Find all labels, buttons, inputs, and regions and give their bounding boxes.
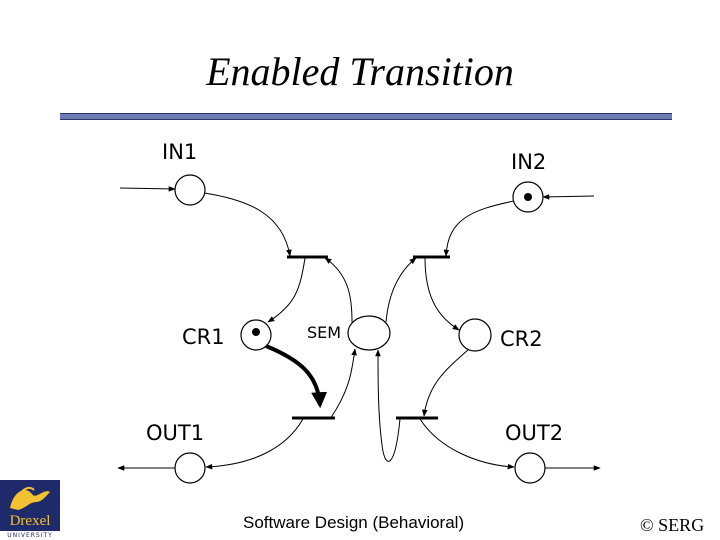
copyright: © SERG: [640, 515, 705, 535]
arc-t4-to-sem: [375, 349, 401, 462]
label-cr2: CR2: [500, 327, 543, 351]
label-out2: OUT2: [505, 421, 564, 445]
title-underline-bar: [60, 113, 672, 120]
arc-sem-to-t2: [385, 257, 417, 323]
label-in1: IN1: [162, 140, 198, 164]
arc-cr2-to-t4: [422, 349, 469, 417]
label-sem: SEM: [307, 323, 342, 342]
slide-title: Enabled Transition: [206, 49, 514, 94]
arc-cr1-to-t3-highlight: [265, 344, 328, 409]
arc-t3-to-out1: [205, 418, 304, 470]
dragon-icon: [10, 486, 50, 510]
place-out1: [174, 452, 206, 484]
logo-university: UNIVERSITY: [0, 531, 60, 540]
arc-sem-to-t1: [324, 257, 353, 323]
arc-t2-to-cr2: [424, 257, 460, 331]
arc-in1-to-t1: [203, 192, 292, 257]
place-out2: [514, 452, 546, 484]
arc-t1-to-cr1: [267, 257, 306, 323]
place-sem: [347, 315, 391, 351]
footer-text: Software Design (Behavioral): [243, 513, 465, 532]
label-cr1: CR1: [182, 325, 225, 349]
arc-input-to-in2: [542, 194, 595, 200]
arc-t3-to-sem: [329, 348, 357, 420]
label-out1: OUT1: [146, 421, 205, 445]
arc-t4-to-out2: [419, 418, 515, 470]
token-cr1: [252, 328, 260, 336]
logo-wordmark: Drexel: [9, 513, 51, 529]
arc-in2-to-t2: [443, 200, 515, 257]
place-cr2: [458, 318, 492, 352]
arc-input-to-in1: [119, 186, 176, 192]
drexel-logo: [0, 480, 60, 540]
place-in1: [174, 174, 206, 206]
label-in2: IN2: [511, 150, 547, 174]
token-in2: [524, 193, 532, 201]
